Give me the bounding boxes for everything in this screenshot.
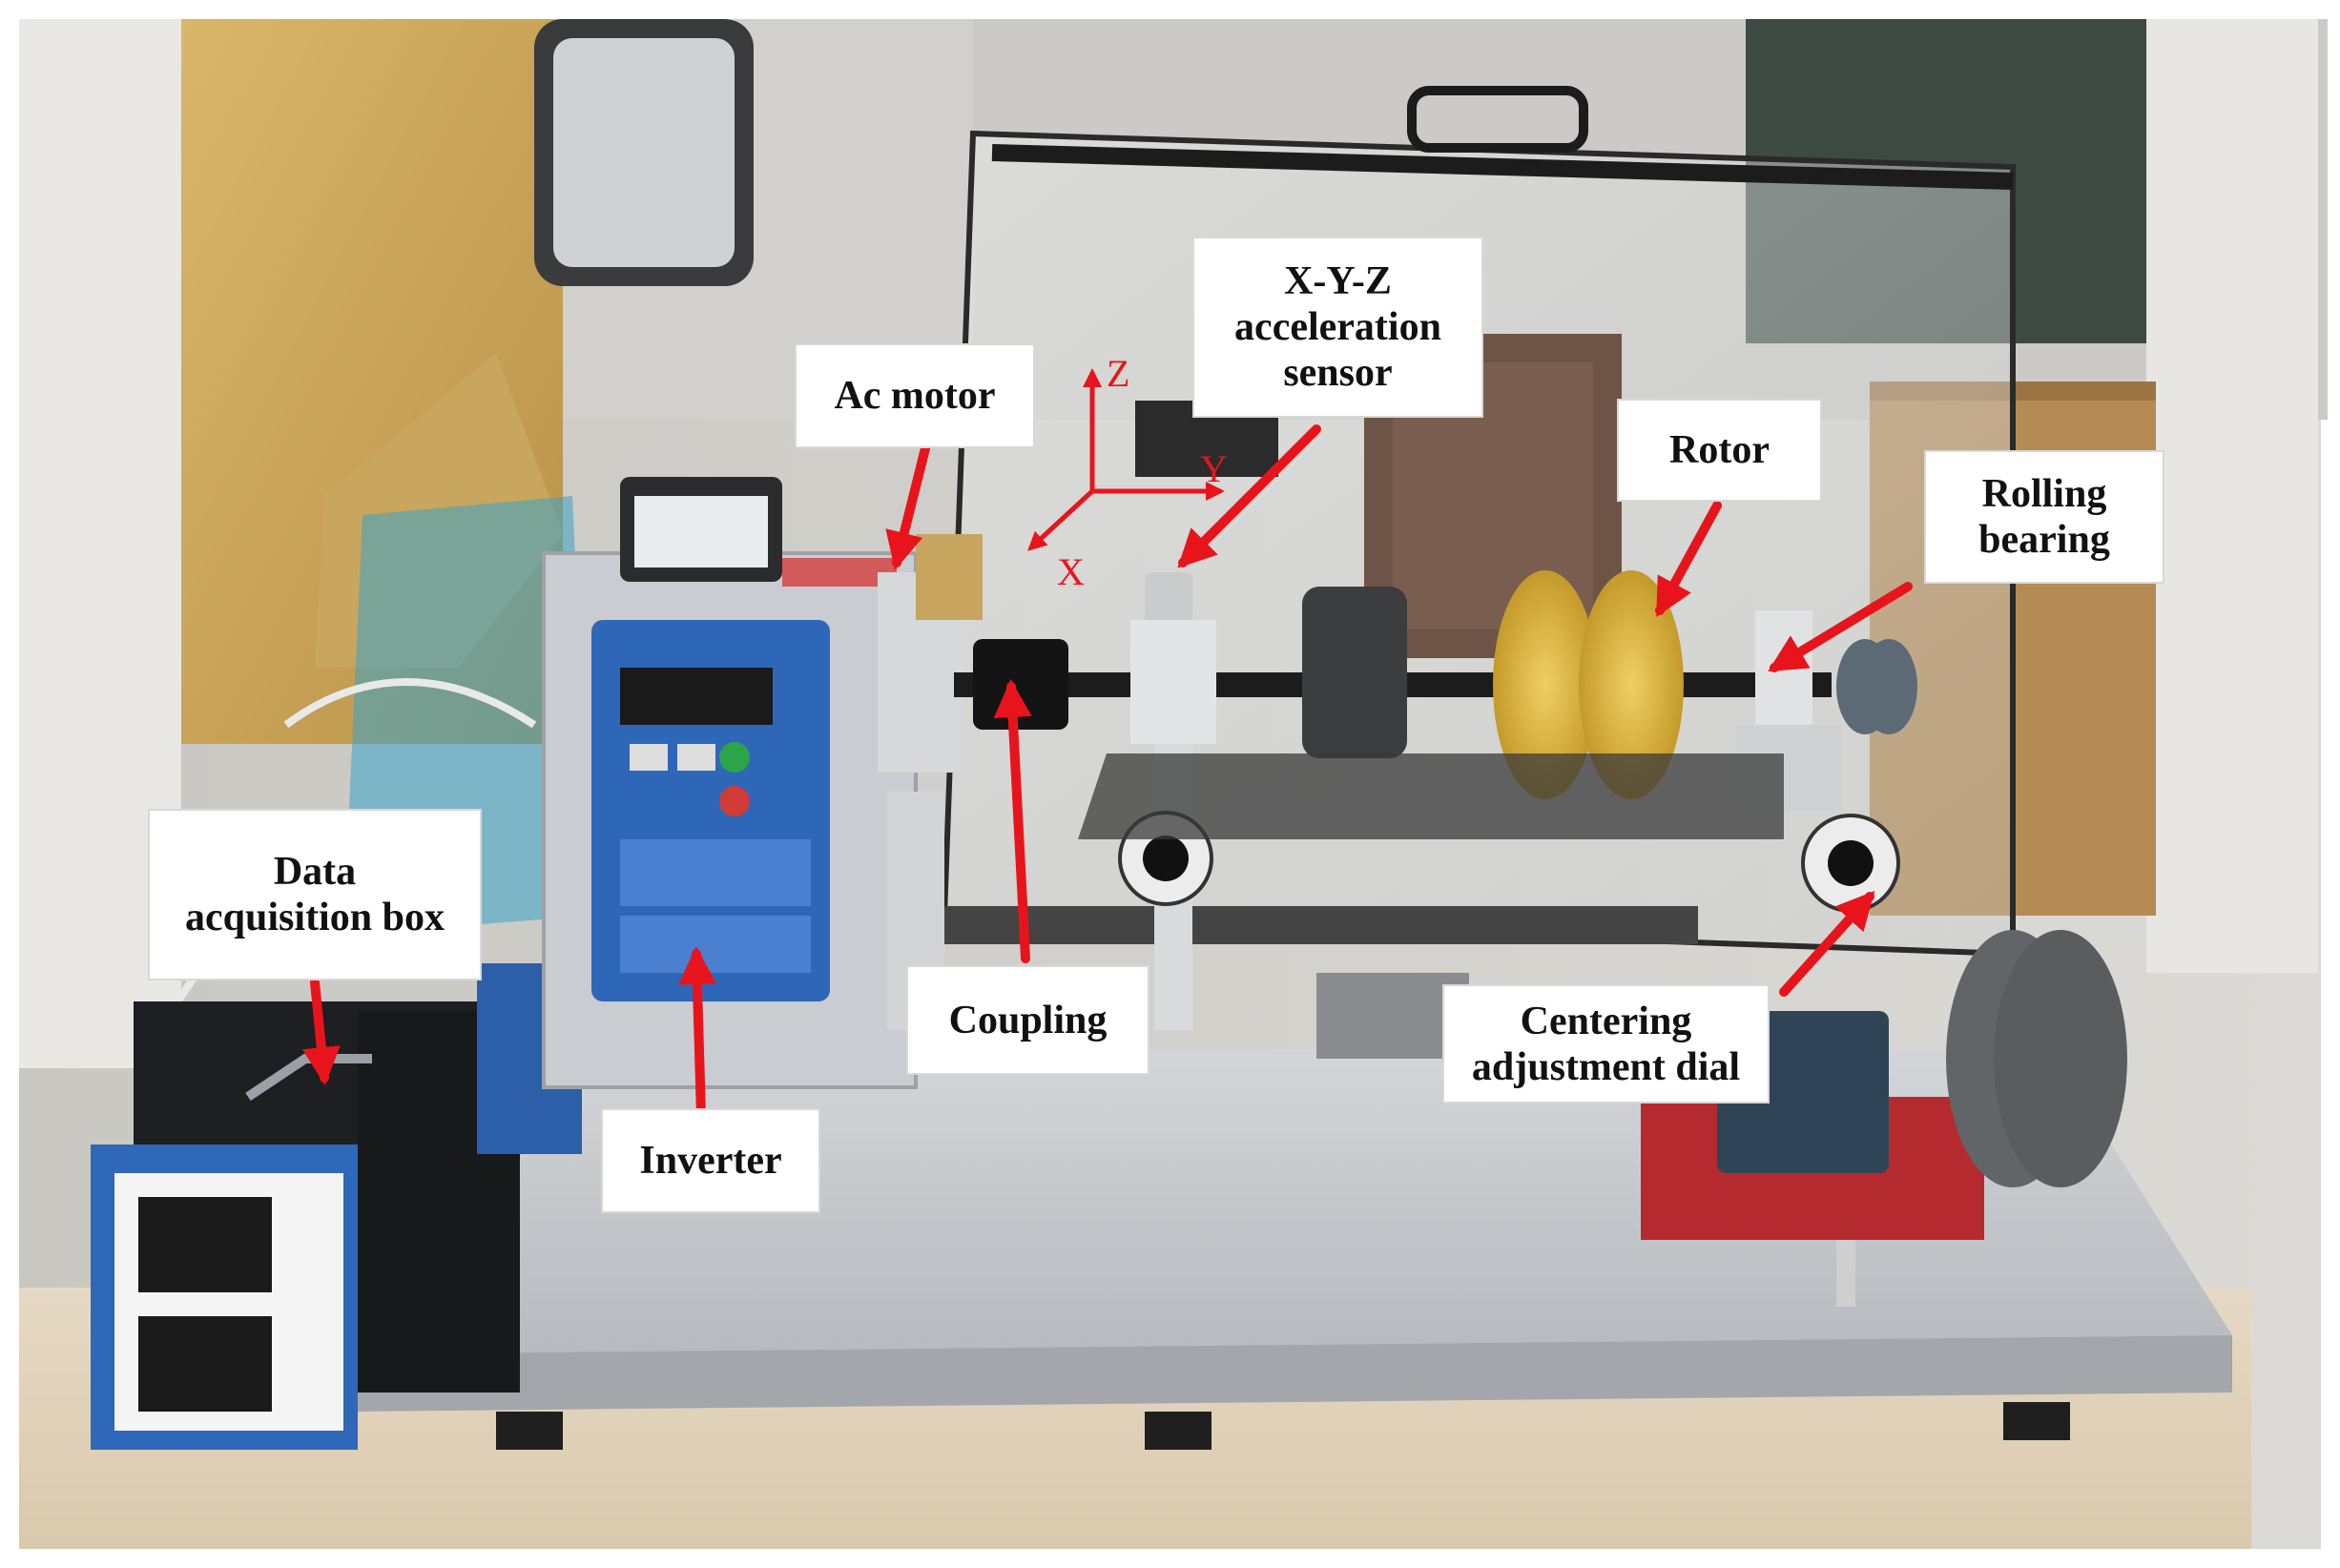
label-coupling: Coupling xyxy=(906,965,1149,1075)
label-centering-dial: Centering adjustment dial xyxy=(1442,984,1770,1104)
annotation-arrow xyxy=(301,978,341,1085)
label-data-acquisition-box: Data acquisition box xyxy=(148,809,482,980)
axis-z-label: Z xyxy=(1107,352,1130,395)
label-inverter: Inverter xyxy=(601,1108,820,1213)
annotation-arrow xyxy=(1779,891,1875,997)
axis-y-label: Y xyxy=(1200,447,1228,490)
annotation-arrow xyxy=(1655,501,1722,618)
annotation-arrow xyxy=(993,679,1032,963)
label-rolling-bearing: Rolling bearing xyxy=(1924,450,2164,584)
annotation-arrow xyxy=(677,946,716,1121)
annotation-arrow xyxy=(1177,424,1321,568)
label-rotor: Rotor xyxy=(1617,399,1822,502)
axis-x-label: X xyxy=(1057,550,1085,593)
annotation-arrow xyxy=(1768,582,1913,672)
annotation-arrow xyxy=(885,444,930,570)
label-ac-motor: Ac motor xyxy=(795,343,1035,448)
label-xyz-sensor: X-Y-Z acceleration sensor xyxy=(1192,237,1483,418)
